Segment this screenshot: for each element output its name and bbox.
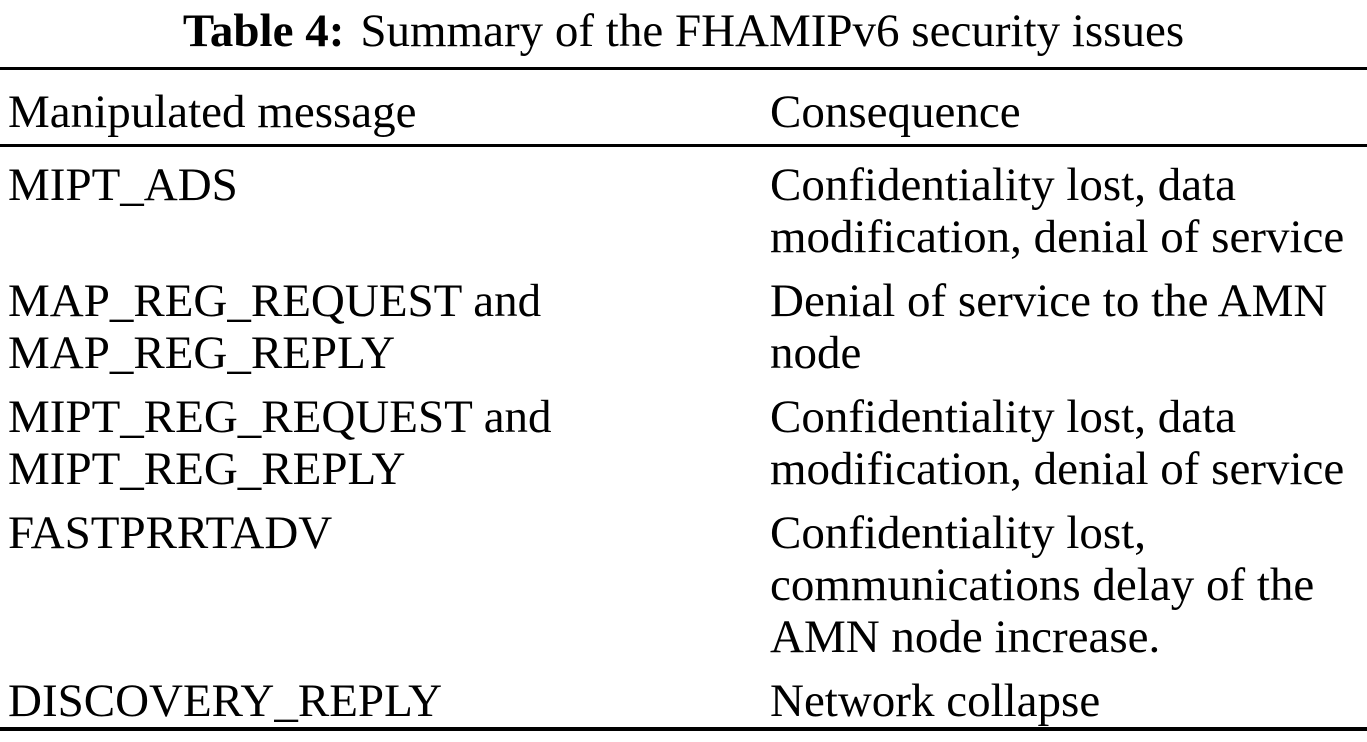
table-row: DISCOVERY_REPLY Network collapse bbox=[0, 663, 1367, 727]
table-caption-text: Summary of the FHAMIPv6 security issues bbox=[360, 5, 1185, 57]
table-header-row: Manipulated message Consequence bbox=[0, 70, 1367, 147]
security-issues-table: Manipulated message Consequence MIPT_ADS… bbox=[0, 67, 1367, 731]
table-caption: Table 4: Summary of the FHAMIPv6 security… bbox=[0, 0, 1367, 67]
column-header-consequence: Consequence bbox=[770, 86, 1021, 138]
table-row: FASTPRRTADV Confidentiality lost, commun… bbox=[0, 495, 1367, 663]
table-row: MAP_REG_REQUEST and MAP_REG_REPLY Denial… bbox=[0, 263, 1367, 379]
cell-consequence: Confidentiality lost, data modification,… bbox=[770, 391, 1345, 495]
cell-consequence: Network collapse bbox=[770, 675, 1101, 727]
cell-message: DISCOVERY_REPLY bbox=[8, 675, 443, 727]
table-row: MIPT_REG_REQUEST and MIPT_REG_REPLY Conf… bbox=[0, 379, 1367, 495]
cell-message: MIPT_REG_REQUEST and MIPT_REG_REPLY bbox=[8, 391, 552, 495]
table-row: MIPT_ADS Confidentiality lost, data modi… bbox=[0, 147, 1367, 263]
column-header-manipulated-message: Manipulated message bbox=[8, 86, 417, 138]
table-caption-label: Table 4: bbox=[182, 5, 345, 57]
cell-consequence: Denial of service to the AMN node bbox=[770, 275, 1328, 379]
cell-message: FASTPRRTADV bbox=[8, 507, 333, 559]
cell-message: MAP_REG_REQUEST and MAP_REG_REPLY bbox=[8, 275, 542, 379]
cell-message: MIPT_ADS bbox=[8, 159, 238, 211]
cell-consequence: Confidentiality lost, communications del… bbox=[770, 507, 1315, 663]
cell-consequence: Confidentiality lost, data modification,… bbox=[770, 159, 1345, 263]
